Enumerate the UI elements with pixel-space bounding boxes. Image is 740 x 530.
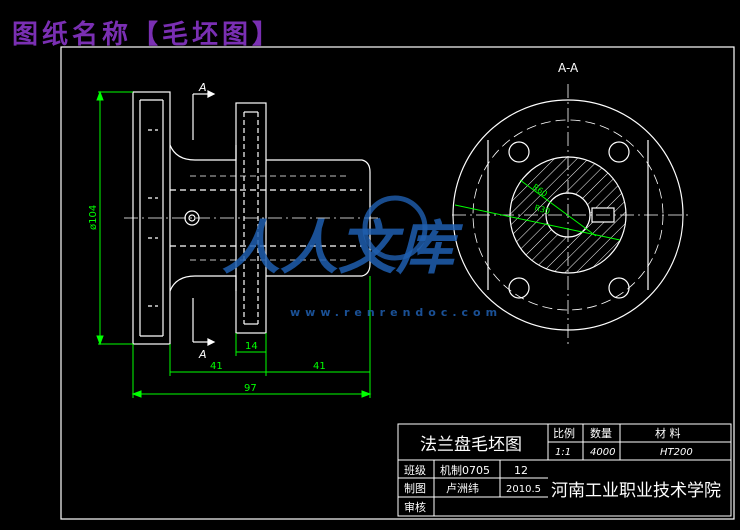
dim-41-left: 41	[210, 361, 223, 372]
drawer-name: 卢洲纬	[446, 482, 479, 495]
front-view	[124, 91, 380, 345]
dim-41-right: 41	[313, 361, 326, 372]
watermark-url: www.renrendoc.com	[290, 306, 502, 319]
scale-header: 比例	[553, 426, 575, 440]
title-block-text: 法兰盘毛坯图 比例 数量 材 料 1:1 4000 HT200 班级 机制070…	[404, 426, 721, 514]
check-label: 审核	[404, 500, 426, 514]
section-cut-markers	[192, 90, 216, 346]
drawing-frame	[60, 46, 735, 520]
dim-radius-2: R30	[533, 203, 551, 216]
title-block	[397, 423, 732, 517]
cut-label-bottom: A	[198, 348, 207, 361]
school-name: 河南工业职业技术学院	[551, 481, 721, 501]
page-title: 图纸名称【毛坯图】	[12, 20, 283, 50]
material-header: 材 料	[655, 426, 681, 440]
dim-14: 14	[245, 341, 258, 352]
dim-97: 97	[244, 383, 257, 394]
class-label: 班级	[404, 464, 426, 477]
watermark-brand: 人人文库	[222, 214, 464, 282]
qty-header: 数量	[590, 427, 612, 440]
watermark: 人人文库 www.renrendoc.com	[222, 195, 502, 319]
dimension-lines	[96, 90, 372, 398]
draw-label: 制图	[404, 482, 426, 495]
date-value: 2010.5	[506, 484, 541, 495]
material-value: HT200	[660, 447, 693, 458]
drawing-name: 法兰盘毛坯图	[420, 435, 522, 455]
section-label: A-A	[558, 61, 579, 75]
qty-value: 4000	[590, 447, 615, 458]
class-value: 机制0705	[440, 463, 490, 477]
cut-label-top: A	[198, 81, 207, 94]
number-value: 12	[514, 464, 528, 477]
section-radius-leaders	[454, 179, 621, 241]
scale-value: 1:1	[555, 447, 571, 458]
dim-diameter: ø104	[88, 205, 99, 230]
